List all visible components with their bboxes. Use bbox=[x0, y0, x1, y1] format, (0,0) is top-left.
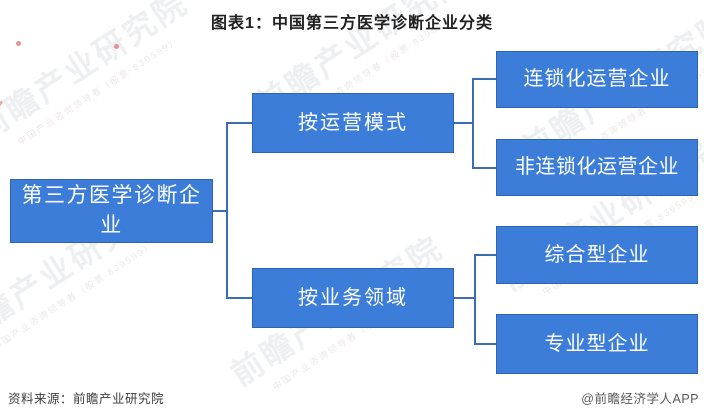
connector-to-chain bbox=[472, 78, 496, 80]
watermark-logo-arc-icon bbox=[0, 96, 17, 124]
connector-to-specialized bbox=[474, 343, 496, 345]
watermark-red-mark bbox=[16, 41, 21, 46]
connector-to-comprehensive bbox=[474, 254, 496, 256]
node-root-third-party-diagnosis: 第三方医学诊断企业 bbox=[10, 179, 213, 243]
node-leaf-chain-operation: 连锁化运营企业 bbox=[496, 51, 698, 108]
connector-root-stem bbox=[211, 210, 228, 212]
connector-business-stem bbox=[452, 297, 474, 299]
brand-attribution: @前瞻经济学人APP bbox=[581, 392, 699, 406]
node-leaf-nonchain-operation: 非连锁化运营企业 bbox=[496, 139, 698, 196]
connector-root-vertical bbox=[226, 122, 228, 299]
node-branch-business-field: 按业务领域 bbox=[252, 268, 454, 328]
connector-to-business-field bbox=[226, 297, 252, 299]
connector-to-operation-mode bbox=[226, 122, 252, 124]
connector-operation-stem bbox=[452, 122, 472, 124]
watermark-sub-text: 中国产业咨询领导者（股票·839599） bbox=[15, 35, 181, 147]
diagram-title: 图表1：中国第三方医学诊断企业分类 bbox=[211, 15, 493, 32]
connector-to-nonchain bbox=[472, 167, 496, 169]
connector-operation-vertical bbox=[472, 78, 474, 169]
watermark-red-mark bbox=[114, 44, 119, 49]
node-branch-operation-mode: 按运营模式 bbox=[252, 93, 454, 153]
node-leaf-comprehensive: 综合型企业 bbox=[496, 226, 698, 284]
source-note: 资料来源：前瞻产业研究院 bbox=[8, 392, 165, 406]
connector-business-vertical bbox=[474, 254, 476, 345]
node-leaf-specialized: 专业型企业 bbox=[496, 314, 698, 374]
